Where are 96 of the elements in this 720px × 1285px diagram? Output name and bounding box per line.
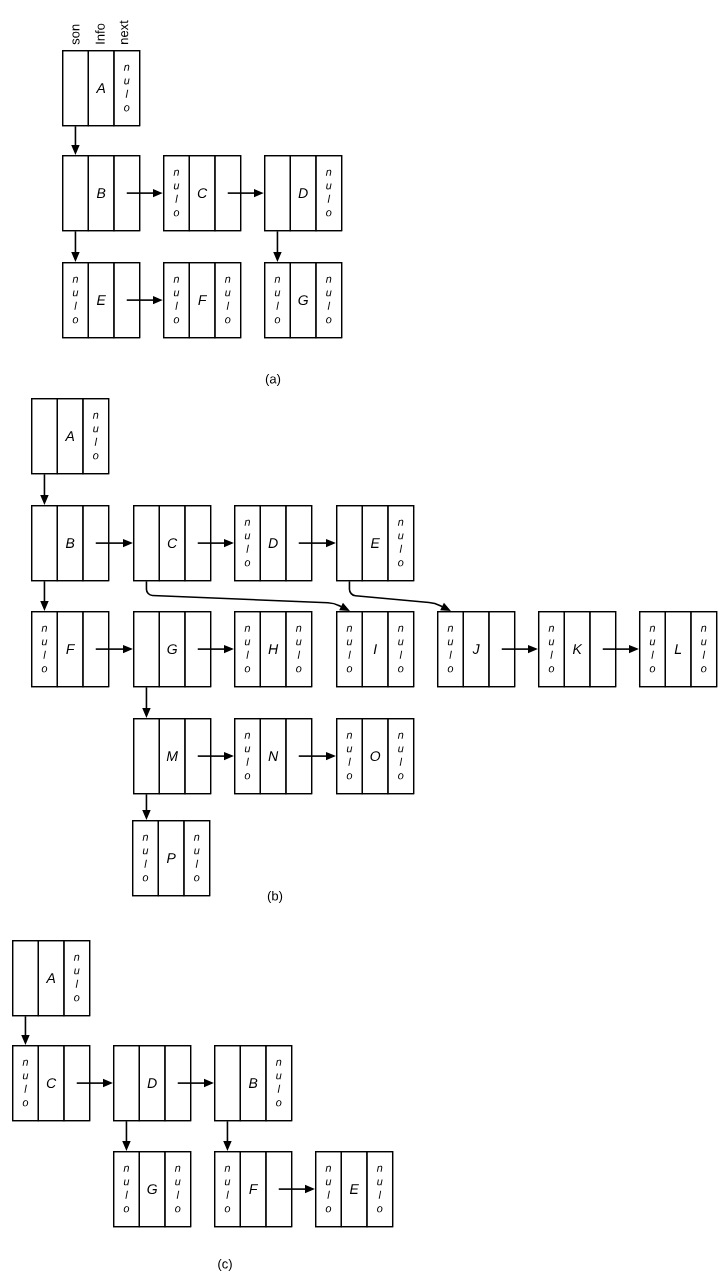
field-cell: B <box>87 155 115 232</box>
field-cell: E <box>340 1151 368 1228</box>
field-cell: C <box>188 155 216 232</box>
field-cell: nulo <box>315 262 343 339</box>
field-cell <box>31 398 58 475</box>
field-cell: nulo <box>163 155 190 232</box>
field-cell <box>133 611 160 688</box>
field-cell: L <box>664 611 692 688</box>
field-cell: nulo <box>82 398 110 475</box>
field-cell: nulo <box>387 718 415 795</box>
field-cell: nulo <box>265 1045 293 1122</box>
field-cell: K <box>563 611 591 688</box>
field-cell: nulo <box>113 50 141 127</box>
field-cell: J <box>462 611 490 688</box>
field-cell <box>82 505 110 582</box>
field-cell: nulo <box>234 611 261 688</box>
field-cell <box>113 155 141 232</box>
field-cell <box>113 1045 140 1122</box>
panel-label: (a) <box>265 373 281 387</box>
panel-label: (c) <box>218 1258 232 1272</box>
field-cell <box>184 505 212 582</box>
field-cell: nulo <box>387 611 415 688</box>
field-cell <box>164 1045 192 1122</box>
field-cell: nulo <box>336 718 363 795</box>
field-cell <box>31 505 58 582</box>
field-cell: E <box>87 262 115 339</box>
field-cell <box>62 155 89 232</box>
field-cell <box>113 262 141 339</box>
field-cell: nulo <box>62 262 89 339</box>
field-cell: F <box>56 611 84 688</box>
column-header: son <box>72 24 80 45</box>
field-cell <box>184 611 212 688</box>
field-cell: F <box>239 1151 267 1228</box>
field-cell: F <box>188 262 216 339</box>
field-cell: H <box>259 611 287 688</box>
field-cell: nulo <box>132 820 159 897</box>
field-cell: G <box>289 262 317 339</box>
field-cell <box>62 50 89 127</box>
field-cell: D <box>259 505 287 582</box>
field-cell: nulo <box>639 611 666 688</box>
field-cell <box>214 155 242 232</box>
field-cell: A <box>37 940 65 1017</box>
field-cell <box>285 718 313 795</box>
field-cell: nulo <box>336 611 363 688</box>
field-cell <box>82 611 110 688</box>
field-cell: nulo <box>12 1045 39 1122</box>
field-cell: nulo <box>31 611 58 688</box>
field-cell: C <box>37 1045 65 1122</box>
field-cell <box>285 505 313 582</box>
column-header: next <box>119 20 129 44</box>
field-cell: nulo <box>183 820 211 897</box>
field-cell: nulo <box>163 262 190 339</box>
field-cell: nulo <box>164 1151 192 1228</box>
field-cell <box>214 1045 241 1122</box>
field-cell: nulo <box>63 940 91 1017</box>
field-cell <box>133 718 160 795</box>
field-cell: P <box>157 820 185 897</box>
field-cell: nulo <box>214 262 242 339</box>
field-cell: O <box>361 718 389 795</box>
field-cell: nulo <box>315 1151 342 1228</box>
field-cell: nulo <box>437 611 464 688</box>
field-cell: D <box>138 1045 166 1122</box>
field-cell: nulo <box>264 262 291 339</box>
field-cell <box>133 505 160 582</box>
field-cell: nulo <box>366 1151 394 1228</box>
field-cell <box>336 505 363 582</box>
field-cell: N <box>259 718 287 795</box>
panel-label: (b) <box>267 890 283 904</box>
field-cell <box>265 1151 293 1228</box>
field-cell: A <box>87 50 115 127</box>
field-cell: B <box>239 1045 267 1122</box>
field-cell <box>63 1045 91 1122</box>
field-cell: E <box>361 505 389 582</box>
field-cell: nulo <box>690 611 718 688</box>
field-cell: nulo <box>538 611 565 688</box>
field-cell <box>589 611 617 688</box>
field-cell: nulo <box>387 505 415 582</box>
field-cell <box>488 611 516 688</box>
field-cell: G <box>138 1151 166 1228</box>
field-cell: nulo <box>315 155 343 232</box>
field-cell: C <box>158 505 186 582</box>
field-cell: nulo <box>234 505 261 582</box>
field-cell: I <box>361 611 389 688</box>
field-cell: G <box>158 611 186 688</box>
field-cell: nulo <box>234 718 261 795</box>
field-cell <box>12 940 39 1017</box>
field-cell: A <box>56 398 84 475</box>
field-cell: nulo <box>285 611 313 688</box>
column-header: Info <box>95 23 105 44</box>
field-cell: nulo <box>214 1151 241 1228</box>
field-cell: nulo <box>113 1151 140 1228</box>
field-cell: B <box>56 505 84 582</box>
field-cell: M <box>158 718 186 795</box>
field-cell: D <box>289 155 317 232</box>
field-cell <box>184 718 212 795</box>
field-cell <box>264 155 291 232</box>
